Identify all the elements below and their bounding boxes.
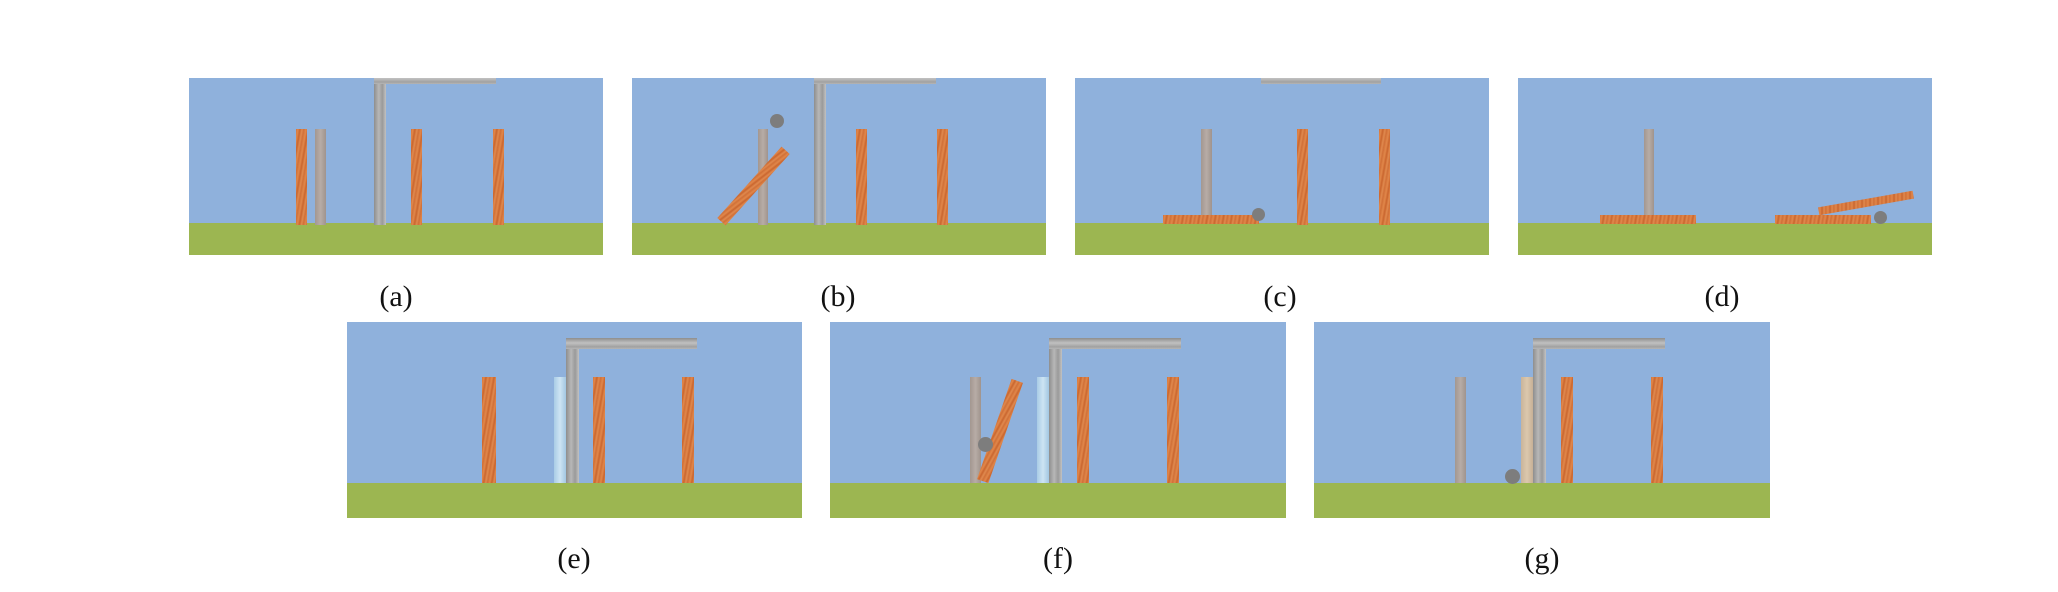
- metal-beam: [814, 78, 936, 84]
- metal-beam: [1533, 338, 1665, 349]
- ball: [1252, 208, 1265, 221]
- caption-c: (c): [1263, 280, 1297, 313]
- ball: [1505, 469, 1520, 484]
- metal-post: [1533, 340, 1546, 483]
- panel-b: [632, 78, 1046, 255]
- wooden-plank: [1167, 377, 1179, 483]
- grey-plank: [970, 377, 981, 483]
- caption-f: (f): [1043, 542, 1073, 575]
- wooden-plank: [411, 129, 422, 225]
- caption-d: (d): [1704, 280, 1740, 313]
- wooden-plank: [1561, 377, 1573, 483]
- ground: [1075, 223, 1489, 255]
- wooden-plank: [937, 129, 948, 225]
- glass-plank: [554, 377, 566, 483]
- panel-d: [1518, 78, 1932, 255]
- metal-post: [374, 78, 386, 225]
- grey-plank: [315, 129, 326, 225]
- metal-beam: [1261, 78, 1381, 84]
- wooden-plank: [682, 377, 694, 483]
- metal-post: [566, 340, 579, 483]
- caption-e: (e): [557, 542, 591, 575]
- metal-post: [814, 78, 826, 225]
- falling-wooden-plank: [977, 378, 1023, 484]
- wooden-plank: [856, 129, 867, 225]
- wooden-plank: [1297, 129, 1308, 225]
- fallen-wooden-plank: [1163, 215, 1259, 224]
- metal-beam: [566, 338, 697, 349]
- panel-a: [189, 78, 603, 255]
- tilted-wooden-plank: [1818, 190, 1914, 216]
- ground: [1518, 223, 1932, 255]
- ball: [1874, 211, 1887, 224]
- ground: [632, 223, 1046, 255]
- ground: [189, 223, 603, 255]
- fallen-wooden-plank: [1600, 215, 1696, 224]
- grey-plank: [1455, 377, 1466, 483]
- wooden-plank: [482, 377, 496, 483]
- panel-g: [1314, 322, 1770, 518]
- grey-plank: [1201, 129, 1212, 223]
- fallen-wooden-plank: [1775, 215, 1871, 224]
- ball: [770, 114, 784, 128]
- panel-f: [830, 322, 1286, 518]
- wooden-plank: [1379, 129, 1390, 225]
- caption-g: (g): [1524, 542, 1560, 575]
- falling-wooden-plank: [717, 146, 790, 226]
- panel-e: [347, 322, 802, 518]
- caption-b: (b): [820, 280, 856, 313]
- wooden-plank: [296, 129, 307, 225]
- beige-plank: [1521, 377, 1533, 483]
- ground: [830, 483, 1286, 518]
- glass-plank: [1037, 377, 1049, 483]
- ball: [978, 437, 993, 452]
- ground: [347, 483, 802, 518]
- ground: [1314, 483, 1770, 518]
- wooden-plank: [493, 129, 504, 225]
- panel-c: [1075, 78, 1489, 255]
- metal-beam: [1049, 338, 1181, 349]
- metal-post: [1049, 340, 1062, 483]
- metal-beam: [374, 78, 496, 84]
- wooden-plank: [1077, 377, 1089, 483]
- caption-a: (a): [379, 280, 413, 313]
- grey-plank: [1644, 129, 1654, 223]
- wooden-plank: [593, 377, 605, 483]
- wooden-plank: [1651, 377, 1663, 483]
